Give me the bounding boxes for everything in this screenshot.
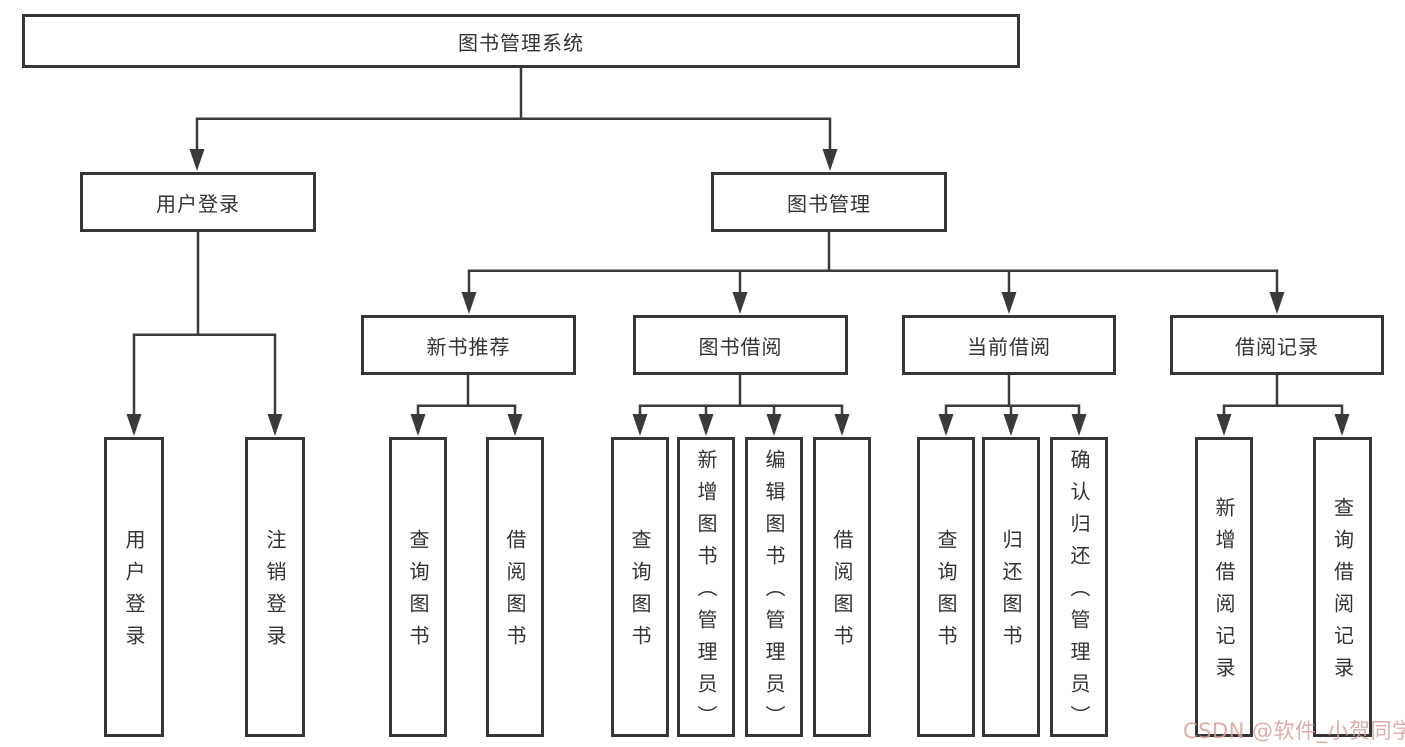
node-root-system: 图书管理系统 <box>22 14 1020 68</box>
leaf-logout-label: 注销登录 <box>263 529 287 657</box>
leaf-br-query-record-label: 查询借阅记录 <box>1330 497 1355 689</box>
leaf-bb-add-books-admin-label: 新增图书（管理员） <box>694 449 718 737</box>
node-new-book-recommend: 新书推荐 <box>361 315 576 375</box>
node-current-borrowing: 当前借阅 <box>902 315 1116 375</box>
leaf-bb-edit-books-admin: 编辑图书（管理员） <box>745 437 803 737</box>
leaf-cb-return-books: 归还图书 <box>982 437 1040 737</box>
leaf-br-query-record: 查询借阅记录 <box>1313 437 1372 737</box>
leaf-cb-return-books-label: 归还图书 <box>999 529 1023 657</box>
leaf-cb-query-books-label: 查询图书 <box>934 529 958 657</box>
leaf-user-login: 用户登录 <box>104 437 164 737</box>
node-user-login: 用户登录 <box>80 172 316 232</box>
leaf-nbr-borrow-books-label: 借阅图书 <box>503 529 527 657</box>
node-book-borrowing: 图书借阅 <box>633 315 848 375</box>
arrowheads <box>126 149 1350 436</box>
node-book-management: 图书管理 <box>711 172 947 232</box>
leaf-cb-confirm-return-admin-label: 确认归还（管理员） <box>1067 449 1091 737</box>
node-borrow-records: 借阅记录 <box>1170 315 1384 375</box>
leaf-br-add-record: 新增借阅记录 <box>1195 437 1253 737</box>
leaf-nbr-query-books-label: 查询图书 <box>406 529 430 657</box>
leaf-cb-query-books: 查询图书 <box>917 437 975 737</box>
csdn-watermark: CSDN @软件_小贺同学 <box>1183 719 1405 743</box>
leaf-bb-query-books: 查询图书 <box>611 437 669 737</box>
leaf-logout: 注销登录 <box>245 437 305 737</box>
leaf-nbr-borrow-books: 借阅图书 <box>486 437 544 737</box>
leaf-bb-edit-books-admin-label: 编辑图书（管理员） <box>762 449 786 737</box>
leaf-user-login-label: 用户登录 <box>122 529 146 657</box>
leaf-cb-confirm-return-admin: 确认归还（管理员） <box>1050 437 1108 737</box>
leaf-bb-add-books-admin: 新增图书（管理员） <box>677 437 735 737</box>
leaf-bb-query-books-label: 查询图书 <box>628 529 652 657</box>
leaf-bb-borrow-books: 借阅图书 <box>813 437 871 737</box>
leaf-br-add-record-label: 新增借阅记录 <box>1212 497 1236 689</box>
leaf-bb-borrow-books-label: 借阅图书 <box>830 529 854 657</box>
leaf-nbr-query-books: 查询图书 <box>389 437 447 737</box>
